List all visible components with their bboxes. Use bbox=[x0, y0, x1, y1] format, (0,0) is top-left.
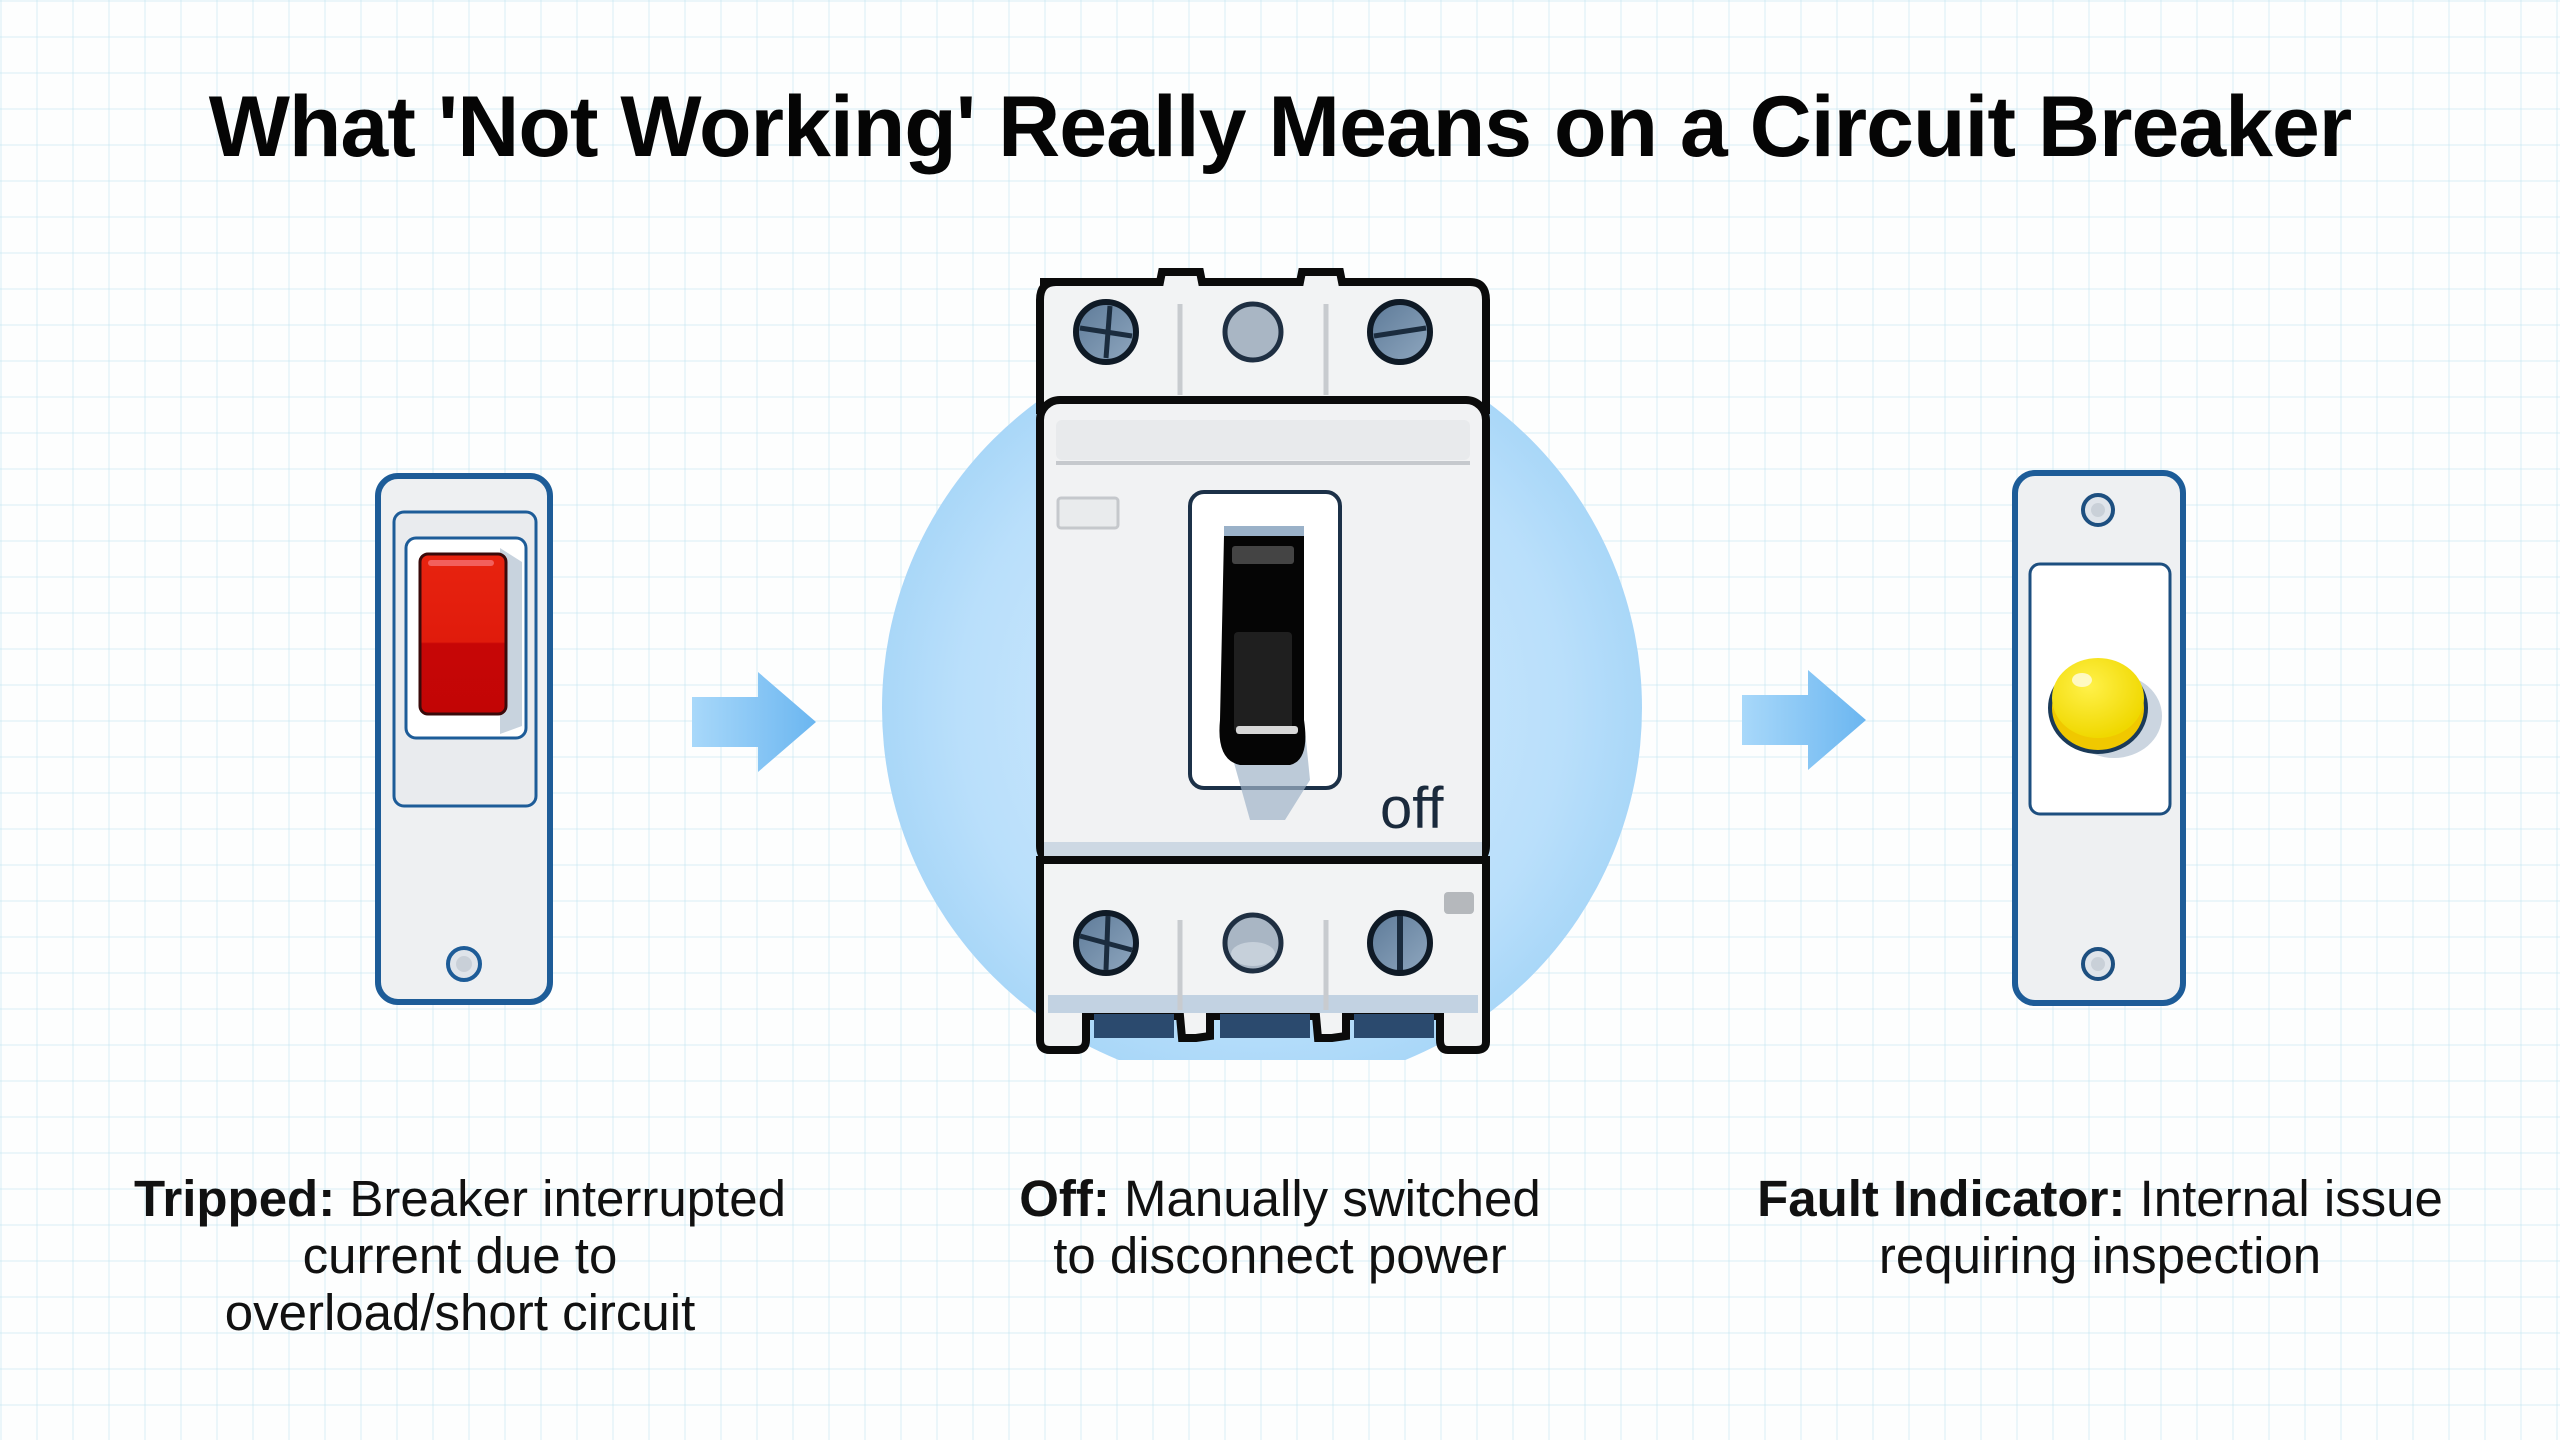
caption-fault-label: Fault Indicator: bbox=[1757, 1170, 2126, 1227]
bottom-terminal-center bbox=[1220, 1014, 1310, 1038]
page-title: What 'Not Working' Really Means on a Cir… bbox=[208, 79, 2353, 175]
bottom-screw-left-icon bbox=[1073, 910, 1139, 976]
arrow-right-icon bbox=[692, 672, 816, 772]
caption-off-label: Off: bbox=[1019, 1170, 1110, 1227]
caption-tripped-label: Tripped: bbox=[134, 1170, 336, 1227]
arrow-right-icon bbox=[1742, 670, 1866, 770]
off-handle-text: off bbox=[1380, 776, 1444, 841]
caption-tripped: Tripped: Breaker interrupted current due… bbox=[60, 1170, 860, 1341]
arrow-right-1 bbox=[690, 670, 820, 774]
top-screw-center-icon bbox=[1222, 301, 1284, 363]
tripped-breaker-icon bbox=[375, 473, 553, 1005]
tripped-breaker-illustration bbox=[372, 470, 558, 1010]
caption-off-line-2: to disconnect power bbox=[1053, 1227, 1507, 1284]
top-screw-left-icon bbox=[1073, 299, 1139, 365]
caption-fault: Fault Indicator: Internal issue requirin… bbox=[1700, 1170, 2500, 1284]
bottom-terminal-left bbox=[1094, 1014, 1174, 1038]
fault-indicator-illustration bbox=[2010, 468, 2190, 1008]
arrow-right-2 bbox=[1740, 668, 1870, 772]
caption-tripped-line-1: Breaker interrupted bbox=[349, 1170, 786, 1227]
off-breaker-icon: off bbox=[882, 268, 1642, 1060]
fault-indicator-icon bbox=[2012, 470, 2186, 1006]
caption-tripped-line-2: current due to bbox=[302, 1227, 618, 1284]
bottom-screw-right-icon bbox=[1367, 910, 1433, 976]
bottom-terminal-right bbox=[1354, 1014, 1434, 1038]
breaker-label-plate bbox=[1056, 496, 1120, 530]
tripped-red-switch bbox=[418, 552, 508, 716]
caption-off-line-1: Manually switched bbox=[1124, 1170, 1541, 1227]
caption-tripped-line-3: overload/short circuit bbox=[224, 1284, 696, 1341]
top-screw-right-icon bbox=[1367, 299, 1433, 365]
caption-fault-line-1: Internal issue bbox=[2139, 1170, 2443, 1227]
off-breaker-illustration: off bbox=[880, 260, 1650, 1060]
caption-fault-line-2: requiring inspection bbox=[1878, 1227, 2322, 1284]
caption-off: Off: Manually switched to disconnect pow… bbox=[960, 1170, 1600, 1284]
bottom-screw-center-icon bbox=[1222, 912, 1284, 974]
